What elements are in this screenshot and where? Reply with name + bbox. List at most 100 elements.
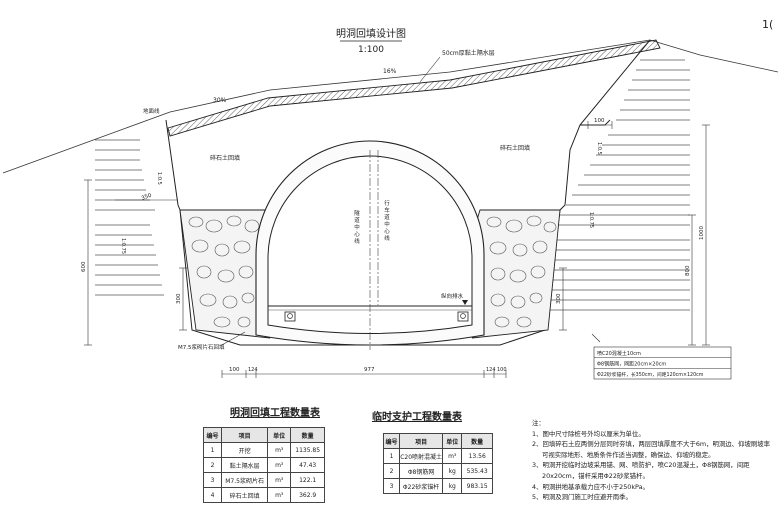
table-cell: 535.43 — [461, 463, 493, 479]
drain-pipe-left — [287, 313, 293, 319]
table-cell: m³ — [267, 457, 292, 473]
drain-ditch-left — [284, 311, 296, 322]
notes-list: 1、图中尺寸除桩号外均以厘米为单位。2、回填碎石土应两侧分层同时夯填，两层回填厚… — [532, 429, 772, 503]
table-cell: 2 — [202, 457, 223, 473]
label-ratio-right-mid: 1:0.75 — [588, 212, 594, 228]
table-cell: 3 — [202, 472, 223, 488]
table-cell: 开挖 — [221, 442, 269, 458]
note-item: 4、明洞拱地基承载力应不小于250kPa。 — [532, 482, 649, 491]
rubble-stones-right — [486, 215, 557, 328]
table-cell: 362.9 — [290, 487, 325, 503]
label-ratio-left-top: 1:0.5 — [156, 172, 162, 185]
table-cell: Φ8钢筋网 — [399, 463, 444, 479]
table-cell: kg — [442, 478, 463, 494]
table-cell: 1 — [202, 442, 223, 458]
left-slope-hatching — [95, 139, 164, 296]
note-item: 5、明洞及洞门施工时应避开雨季。 — [532, 493, 632, 502]
table-cell: 1 — [382, 448, 401, 464]
dim-bottom-4: 124 — [486, 367, 496, 373]
drain-marker-icon — [462, 300, 468, 305]
drawing-scale: 1:100 — [358, 45, 384, 55]
label-mortar-left: M7.5浆砌片石回填 — [178, 343, 225, 351]
col-item: 项目 — [399, 433, 444, 449]
label-slope-30: 30% — [213, 97, 227, 104]
support-c20: 喷C20混凝土10cm — [597, 350, 641, 357]
table-cell: C20喷射混凝土 — [399, 448, 444, 464]
col-number: 编号 — [382, 433, 401, 449]
col-unit: 单位 — [442, 433, 463, 449]
notes-heading: 注： — [532, 419, 545, 427]
page-mark: 1( — [762, 18, 773, 31]
drawing-title: 明洞回填设计图 — [336, 27, 406, 40]
dim-bottom-5: 100 — [497, 367, 507, 373]
table-cell: 黏土隔水层 — [221, 457, 269, 473]
notes-block: 注： 1、图中尺寸除桩号外均以厘米为单位。2、回填碎石土应两侧分层同时夯填，两层… — [532, 418, 772, 503]
label-tunnel-centerline: 隧道中心线 — [353, 209, 360, 245]
label-ground-line: 地面线 — [143, 107, 160, 115]
label-waterproof-layer: 50cm厚黏土隔水层 — [442, 49, 495, 57]
dim-bottom-3: 977 — [364, 367, 375, 373]
table-cell: 1135.85 — [290, 442, 325, 458]
right-slope-hatching — [546, 59, 690, 311]
clay-waterproof-layer — [167, 39, 661, 137]
ground-line — [2, 39, 778, 174]
dim-300-right: 300 — [556, 293, 562, 304]
col-quantity: 数量 — [461, 433, 493, 449]
table-cell: 碎石土回填 — [221, 487, 269, 503]
col-unit: 单位 — [267, 427, 292, 443]
label-ratio-right-top: 1:0.5 — [596, 142, 602, 155]
support-table-title: 临时支护工程数量表 — [372, 412, 462, 423]
support-bolt: Φ22砂浆锚杆，长350cm，间距120cm×120cm — [597, 371, 704, 378]
backfill-table-title: 明洞回填工程数量表 — [230, 408, 320, 419]
dim-800: 800 — [685, 265, 691, 276]
table-header-row: 编号 项目 单位 数量 — [382, 433, 493, 449]
dim-350: 350 — [141, 192, 153, 201]
table-cell: m³ — [267, 487, 292, 503]
dim-300-left: 300 — [176, 293, 182, 304]
label-drain: 纵向排水 — [441, 292, 464, 300]
label-lane-centerline: 行车道中心线 — [383, 199, 390, 242]
support-callout — [591, 333, 732, 380]
col-quantity: 数量 — [290, 427, 325, 443]
note-item: 3、明洞开挖临时边坡采用锚、网、喷防护，喷C20混凝土，Φ8钢筋网，间距20x2… — [532, 461, 750, 480]
label-ratio-left-bottom: 1:0.75 — [120, 238, 126, 254]
label-rubble-right: 碎石土回填 — [500, 144, 530, 152]
col-number: 编号 — [202, 427, 223, 443]
mortar-rubble-right — [471, 209, 561, 339]
table-cell: 3 — [382, 478, 401, 494]
drain-pipe-right — [460, 313, 466, 319]
dim-1000: 1000 — [699, 226, 705, 240]
dim-bottom-1: 100 — [229, 367, 240, 373]
table-header-row: 编号 项目 单位 数量 — [202, 427, 325, 443]
col-item: 项目 — [221, 427, 269, 443]
support-mesh: Φ8钢筋网，网距20cm×20cm — [597, 361, 666, 368]
dim-100-top: 100 — [594, 118, 605, 124]
table-cell: 47.43 — [290, 457, 325, 473]
dim-600: 600 — [81, 261, 87, 272]
leader-mortar-left — [219, 331, 246, 347]
table-cell: kg — [442, 463, 463, 479]
table-cell: 2 — [382, 463, 401, 479]
label-rubble-left: 碎石土回填 — [210, 154, 240, 162]
excavation-outline — [165, 39, 651, 346]
leader-waterproof — [419, 56, 441, 83]
dim-bottom-2: 124 — [248, 367, 258, 373]
dimension-lines — [84, 121, 710, 378]
drain-ditch-right — [457, 311, 469, 322]
table-cell: M7.5浆砌片石 — [221, 472, 269, 488]
table-cell: m³ — [267, 442, 292, 458]
table-cell: 983.15 — [461, 478, 493, 494]
label-slope-16: 16% — [383, 68, 397, 75]
note-item: 1、图中尺寸除桩号外均以厘米为单位。 — [532, 429, 645, 438]
table-cell: m³ — [267, 472, 292, 488]
